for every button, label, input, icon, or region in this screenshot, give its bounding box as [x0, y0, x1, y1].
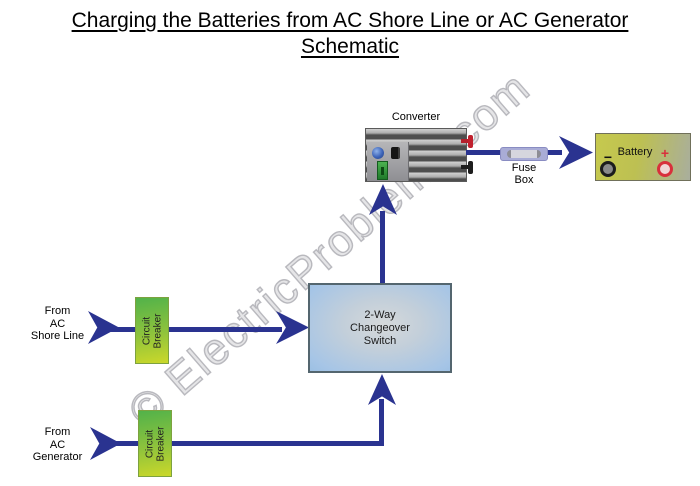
converter-fan-icon: [372, 147, 384, 159]
converter-positive-terminal-cap-icon: [468, 135, 473, 148]
battery-label: Battery: [617, 146, 653, 158]
switch-to-converter-wire: [380, 211, 385, 283]
circuit-breaker-generator: Circuit Breaker: [138, 410, 172, 477]
generator-wire-vertical: [379, 399, 384, 446]
shore-wire: [110, 327, 282, 332]
fuse-icon: [507, 150, 541, 158]
to-battery-arrowhead-icon: [559, 136, 593, 169]
converter-label: Converter: [391, 111, 441, 123]
converter: [365, 128, 467, 182]
title-line-1: Charging the Batteries from AC Shore Lin…: [71, 9, 629, 32]
battery-plus-sign: +: [660, 145, 670, 161]
converter-negative-terminal-icon: [461, 165, 470, 169]
title-line-2: Schematic: [300, 35, 400, 58]
converter-power-switch-icon: [391, 147, 400, 159]
generator-source-label: From AC Generator: [32, 426, 83, 463]
converter-negative-terminal-cap-icon: [468, 161, 473, 174]
battery-negative-terminal-icon: [600, 161, 616, 177]
shore-source-label: From AC Shore Line: [30, 305, 85, 342]
watermark-text: © ElectricProblems.com: [119, 62, 541, 438]
circuit-breaker-shore: Circuit Breaker: [135, 297, 169, 364]
fuse-box: [500, 147, 548, 161]
fuse-box-label: Fuse Box: [511, 162, 537, 186]
circuit-breaker-shore-label: Circuit Breaker: [141, 312, 164, 349]
generator-wire-horizontal: [112, 441, 384, 446]
converter-positive-terminal-icon: [461, 139, 470, 143]
battery: Battery − +: [595, 133, 691, 181]
converter-front-panel: [367, 142, 409, 181]
battery-positive-terminal-icon: [657, 161, 673, 177]
page-title: Charging the Batteries from AC Shore Lin…: [0, 8, 700, 60]
changeover-switch-label: 2-Way Changeover Switch: [350, 308, 410, 347]
changeover-switch: 2-Way Changeover Switch: [308, 283, 452, 373]
circuit-breaker-generator-label: Circuit Breaker: [144, 425, 167, 462]
converter-dc-connector-icon: [377, 161, 388, 180]
battery-minus-sign: −: [603, 149, 613, 165]
